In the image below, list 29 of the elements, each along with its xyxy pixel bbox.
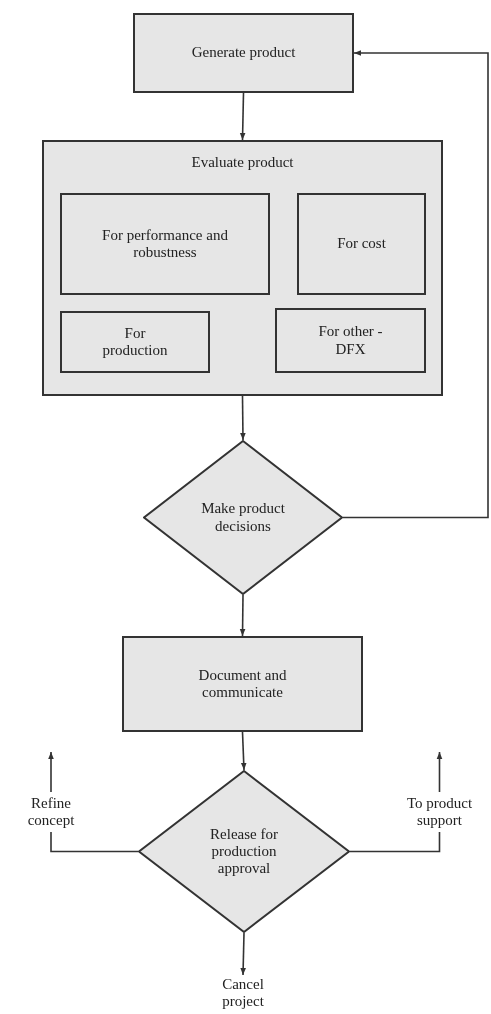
process-box: [60, 311, 210, 373]
arrow: [436, 751, 443, 793]
connector-line: [349, 831, 441, 853]
process-box: [60, 193, 270, 295]
node-text: Make product decisions: [200, 500, 286, 535]
group-heading: Evaluate product: [191, 154, 294, 172]
node-text: For performance and robustness: [101, 226, 229, 262]
node-text: Document and communicate: [197, 666, 288, 702]
process-box: [297, 193, 426, 295]
arrow: [239, 92, 246, 141]
arrow: [240, 731, 247, 771]
group-box: [42, 140, 443, 396]
node-text: Generate product: [191, 44, 296, 62]
arrow: [240, 932, 246, 976]
node-text: For production: [101, 324, 169, 360]
process-box: [275, 308, 426, 373]
arrow: [342, 50, 489, 519]
process-box: [122, 636, 363, 732]
arrow: [48, 751, 54, 793]
node-text: To product support: [405, 794, 474, 830]
node-text: For other - DFX: [317, 323, 384, 358]
node-text: Cancel project: [221, 975, 265, 1011]
process-box: [133, 13, 354, 93]
node-text: For cost: [337, 235, 386, 253]
connector-line: [50, 831, 139, 853]
arrow: [240, 395, 246, 441]
node-text: Release for production approval: [209, 825, 279, 878]
arrow: [239, 594, 246, 637]
node-text: Refine concept: [26, 794, 76, 830]
